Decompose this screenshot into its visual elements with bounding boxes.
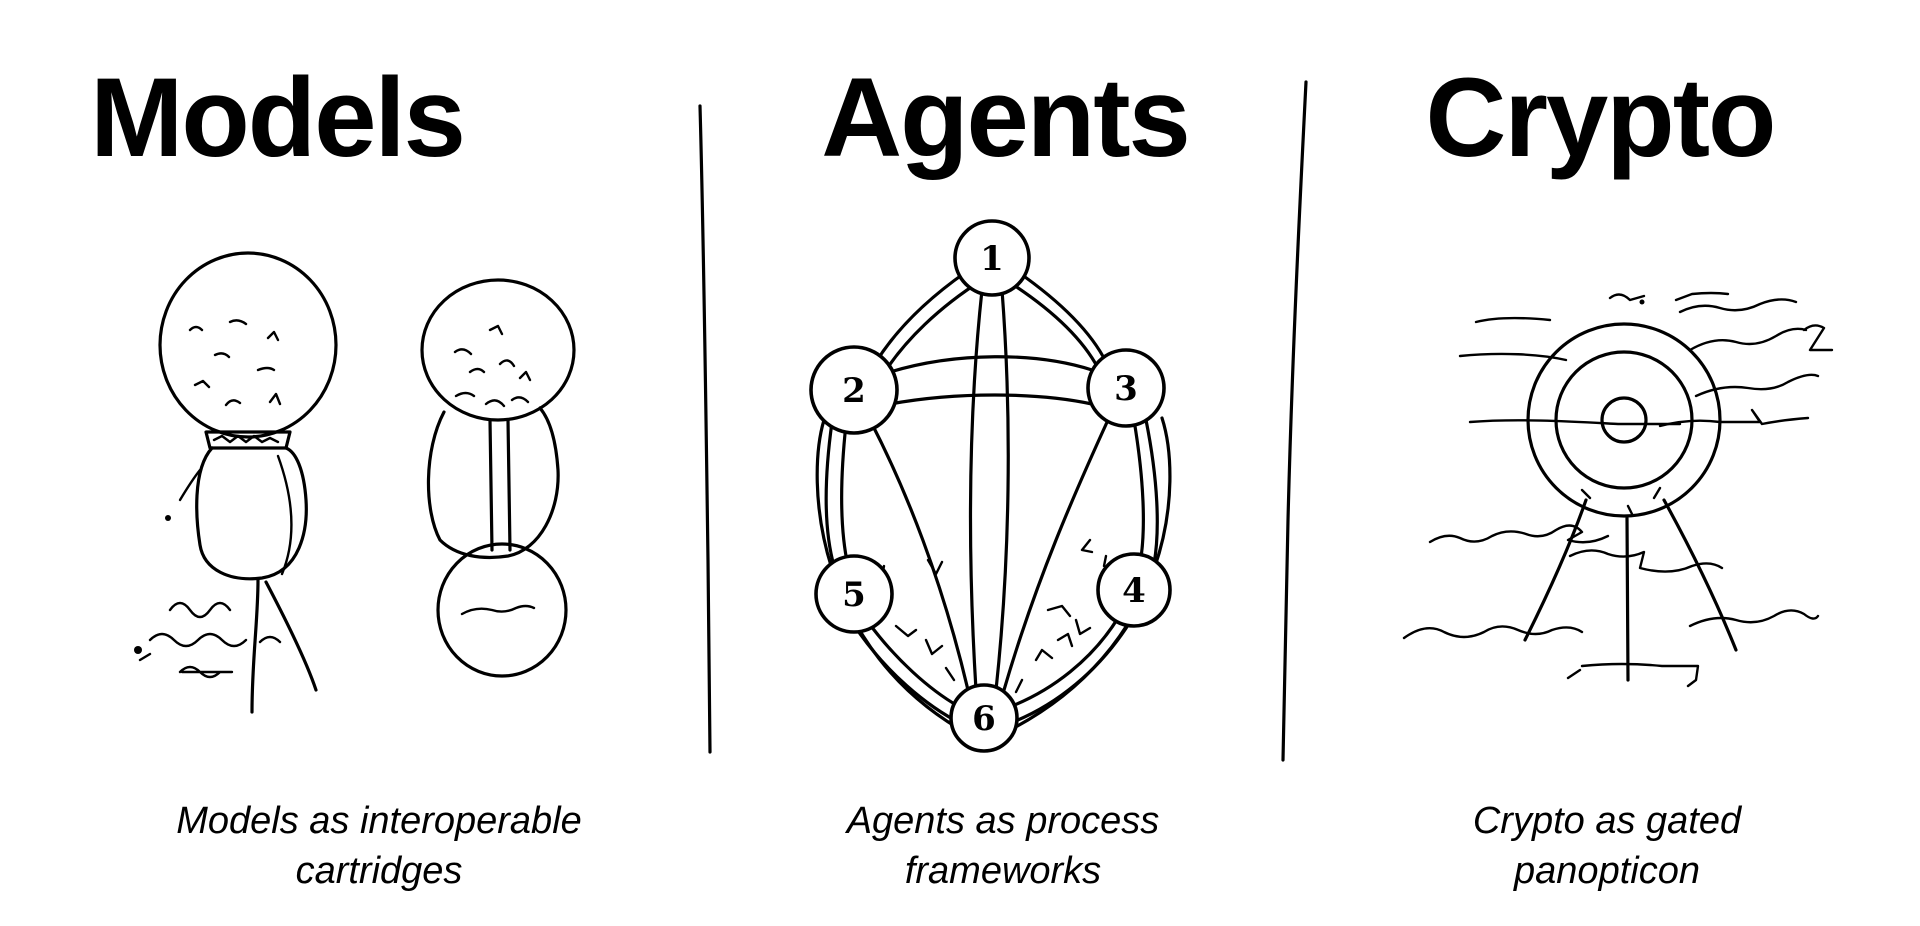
crypto-caption-line2: panopticon [1514,850,1700,892]
agents-panel: Agents 1 2 [706,0,1280,926]
agents-caption-line1: Agents as process [846,800,1160,842]
agent-node-6: 6 [949,683,1019,753]
models-title: Models [90,55,466,180]
process-graph-icon: 1 2 3 4 5 6 [809,219,1172,753]
crypto-panel: Crypto Crypto as gated panopticon [1280,0,1920,926]
agent-node-6-label: 6 [972,699,996,739]
agent-node-3-label: 3 [1114,369,1138,409]
agent-node-1: 1 [953,219,1031,297]
models-caption-line2: cartridges [295,850,463,892]
agent-node-2: 2 [809,345,899,435]
agent-node-4: 4 [1096,552,1172,628]
models-caption-line1: Models as interoperable [176,800,582,842]
models-caption: Models as interoperable cartridges [26,796,732,896]
cartridge-sketch-icon [134,251,576,714]
agent-node-2-label: 2 [842,371,866,411]
agents-caption-line2: frameworks [904,850,1102,892]
agents-caption: Agents as process frameworks [716,796,1290,896]
crypto-title: Crypto [1425,55,1777,180]
agent-node-5-label: 5 [842,575,866,615]
panopticon-target-icon [1402,291,1834,688]
models-panel: Models Models as interoperable cartridge… [0,0,706,926]
agent-node-4-label: 4 [1122,571,1146,611]
agent-node-1-label: 1 [980,239,1004,279]
crypto-caption: Crypto as gated panopticon [1287,796,1920,896]
agents-title: Agents [821,55,1191,180]
divider-right [1281,80,1308,762]
divider-left [698,104,712,754]
crypto-caption-line1: Crypto as gated [1472,800,1742,842]
agent-node-3: 3 [1086,348,1166,428]
agent-node-5: 5 [814,554,894,634]
